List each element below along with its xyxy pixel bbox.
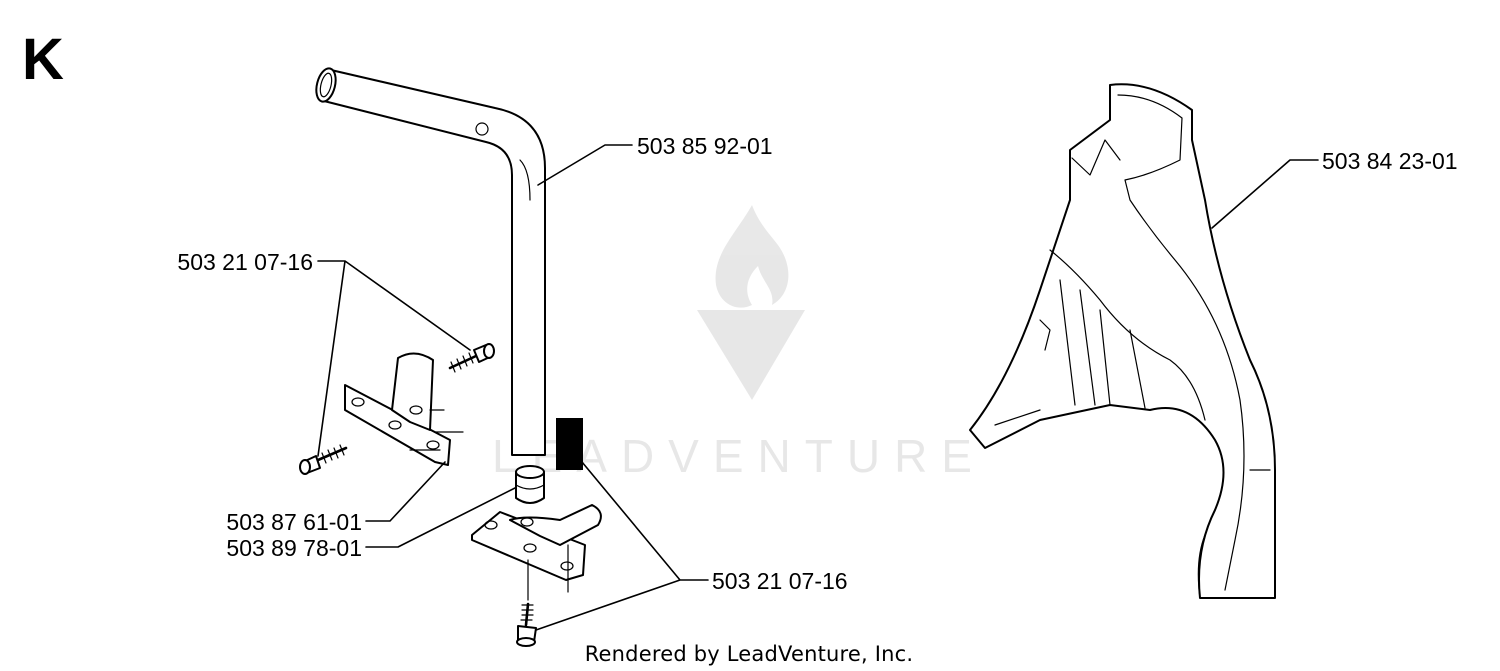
leader-screws-upper: [317, 260, 471, 457]
callout-label-screws-lower: 503 21 07-16: [712, 568, 848, 594]
lower-bracket: [471, 504, 602, 601]
callout-label-tube: 503 85 92-01: [637, 133, 773, 159]
leader-screws-lower: [535, 461, 709, 631]
footer-credit: Rendered by LeadVenture, Inc.: [585, 642, 914, 666]
callout-label-plug: 503 89 78-01: [226, 535, 362, 561]
leader-bracket-upper: [365, 461, 446, 522]
callout-label-guard: 503 84 23-01: [1322, 148, 1458, 174]
callout-label-bracket-upper: 503 87 61-01: [226, 509, 362, 535]
leader-lines: [317, 144, 1319, 631]
v-logo-icon: [697, 310, 805, 400]
leader-tube: [537, 144, 633, 186]
lower-screw: [516, 602, 537, 647]
section-letter: K: [22, 27, 64, 92]
marker-block: [556, 418, 583, 470]
leader-guard: [1211, 159, 1319, 229]
flame-logo-icon: [715, 205, 789, 308]
plug: [515, 465, 545, 504]
guard: [969, 83, 1276, 599]
upper-bracket: [344, 352, 464, 466]
callout-label-screws-upper: 503 21 07-16: [177, 249, 313, 275]
upper-screw-left: [299, 444, 348, 475]
upper-screw-right: [448, 343, 495, 373]
handle-tube: [315, 67, 546, 456]
leader-plug: [365, 487, 516, 548]
